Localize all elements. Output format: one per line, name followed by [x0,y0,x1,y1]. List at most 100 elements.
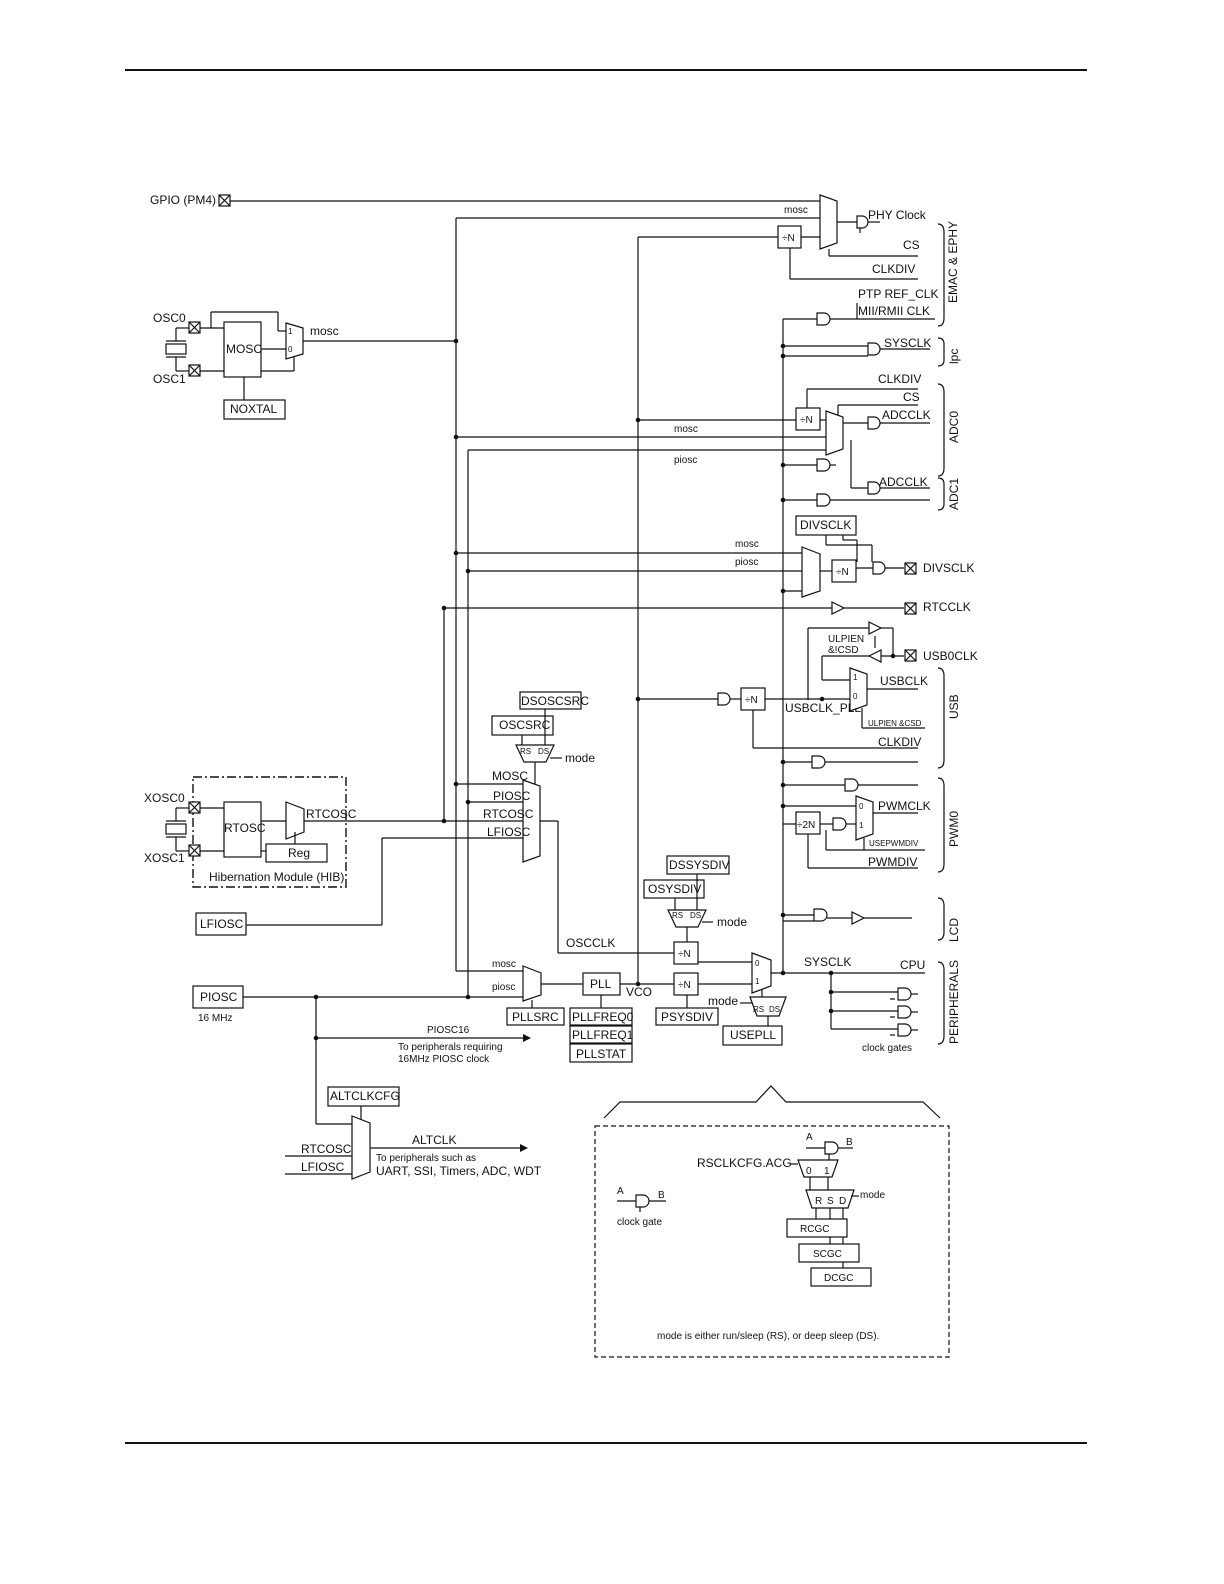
pllfreq0-register [569,1007,633,1026]
adcclk0-label: ADCCLK [882,408,931,422]
lcd-buffer-icon [851,911,866,925]
osc-lfiosc-label: LFIOSC [487,825,531,839]
osc-sysdiv-label: ÷N [678,949,691,960]
divsclk-piosc-label: piosc [735,557,758,568]
rcgc-register [786,1218,848,1238]
piosc-freq-label: 16 MHz [198,1013,232,1024]
pwmdiv-label: PWMDIV [868,855,917,869]
legend-mux-1: 1 [824,1166,830,1177]
phy-clock-gate-icon [856,215,869,229]
emac-ephy-label: EMAC & EPHY [946,221,960,303]
pll-sysdiv-label: ÷N [678,980,691,991]
legend-a-label: A [617,1186,624,1197]
emac-div-label: ÷N [782,233,795,244]
dssysdiv-register [666,855,730,875]
adc-piosc-label: piosc [674,455,697,466]
peripherals-label: PERIPHERALS [947,960,961,1044]
pwm-div-gate-icon [832,817,847,831]
legend-gate2-icon [824,1141,839,1155]
emac-cs-label: CS [903,238,920,252]
pwm-mux-1: 1 [859,821,864,830]
ulpien-label-1: ULPIEN [828,634,864,645]
divsclk-mux [801,546,821,598]
legend-d-label: D [839,1196,846,1207]
dsoscsrc-label: DSOSCSRC [521,694,589,708]
pwmclk-label: PWMCLK [878,799,931,813]
oscsrc-label: OSCSRC [499,718,551,732]
legend-r-label: R [815,1196,822,1207]
xosc0-label: XOSC0 [144,791,185,805]
pllstat-register [569,1043,633,1063]
usb-clkdiv-label: CLKDIV [878,735,921,749]
mii-rmii-clk-label: MII/RMII CLK [858,304,930,318]
pwm-gate-icon [844,778,859,792]
piosc16-note2: 16MHz PIOSC clock [398,1054,490,1065]
oscsrc-rs: RS [520,747,531,756]
legend-box [594,1125,950,1358]
legend-callout-brace [603,1085,941,1119]
usepll-mode-mux [749,996,787,1017]
adc0-gate-icon [867,416,881,430]
legend-note: mode is either run/sleep (RS), or deep s… [657,1331,879,1342]
oscsrc-mode-label: mode [565,751,595,765]
osysdiv-register [643,879,705,899]
peripheral-gate-2-icon [897,1005,912,1019]
sysclk-label: SYSCLK [804,955,851,969]
adc1-label: ADC1 [947,478,961,510]
osc0-pin-icon [188,321,201,334]
osc1-pin-icon [188,364,201,377]
scgc-label: SCGC [813,1249,842,1260]
legend-acg-mux [797,1159,839,1178]
usepll-ds: DS [769,1005,780,1014]
lpc-gate-icon [867,342,881,356]
alt-rtcosc-label: RTCOSC [301,1142,352,1156]
hib-label: Hibernation Module (HIB) [209,870,344,884]
pwm-div-label: ÷2N [797,820,815,831]
usepll-mux-0: 0 [755,959,760,968]
usepll-mode-label: mode [708,994,738,1008]
usb-mux-0: 0 [853,692,858,701]
pllsrc-register [506,1007,565,1026]
osysdiv-label: OSYSDIV [648,882,701,896]
hib-reg-label: Reg [288,846,310,860]
altclk-note1: To peripherals such as [376,1153,476,1164]
usepll-mux [751,952,772,994]
adc-clkdiv-label: CLKDIV [878,372,921,386]
altclkcfg-register [327,1086,400,1107]
peripheral-gate-1-icon [897,987,912,1001]
usepll-register [722,1025,783,1046]
usb-pll-gate-icon [717,692,731,706]
pllfreq1-register [569,1025,633,1044]
vco-label: VCO [626,985,652,999]
divsclk-mosc-label: mosc [735,539,759,550]
adc-mosc-label: mosc [674,424,698,435]
legend-b-label: B [658,1190,665,1201]
emac-mux [819,194,838,250]
usb-div-label: ÷N [745,695,758,706]
adc-divider [795,407,821,431]
pll-source-mux [522,965,542,1002]
pllfreq0-label: PLLFREQ0 [572,1010,634,1024]
phy-clock-label: PHY Clock [868,208,927,222]
lpc-label: lpc [947,349,961,364]
pll-mosc-label: mosc [492,959,516,970]
emac-clkdiv-label: CLKDIV [872,262,915,276]
rtosc-label: RTOSC [224,821,266,835]
piosc-block-label: PIOSC [200,990,238,1004]
usbclk-pll-label: USBCLK_PLL [785,701,861,715]
legend-a2-label: A [806,1132,813,1143]
usepll-mux-1: 1 [755,977,760,986]
xosc1-label: XOSC1 [144,851,185,865]
rtcclk-label: RTCCLK [923,600,971,614]
piosc16-arrow-icon [523,1034,531,1042]
xosc0-pin-icon [188,801,201,814]
mosc-mux [285,322,304,360]
rcgc-label: RCGC [800,1224,829,1235]
altclk-mux [351,1115,371,1180]
mosc-out-label: mosc [310,324,339,338]
altclk-arrow-icon [520,1144,528,1152]
legend-clock-gate-label: clock gate [617,1217,662,1228]
hibernation-module-boundary [192,776,347,888]
pllstat-label: PLLSTAT [576,1047,627,1061]
osc1-label: OSC1 [153,372,186,386]
